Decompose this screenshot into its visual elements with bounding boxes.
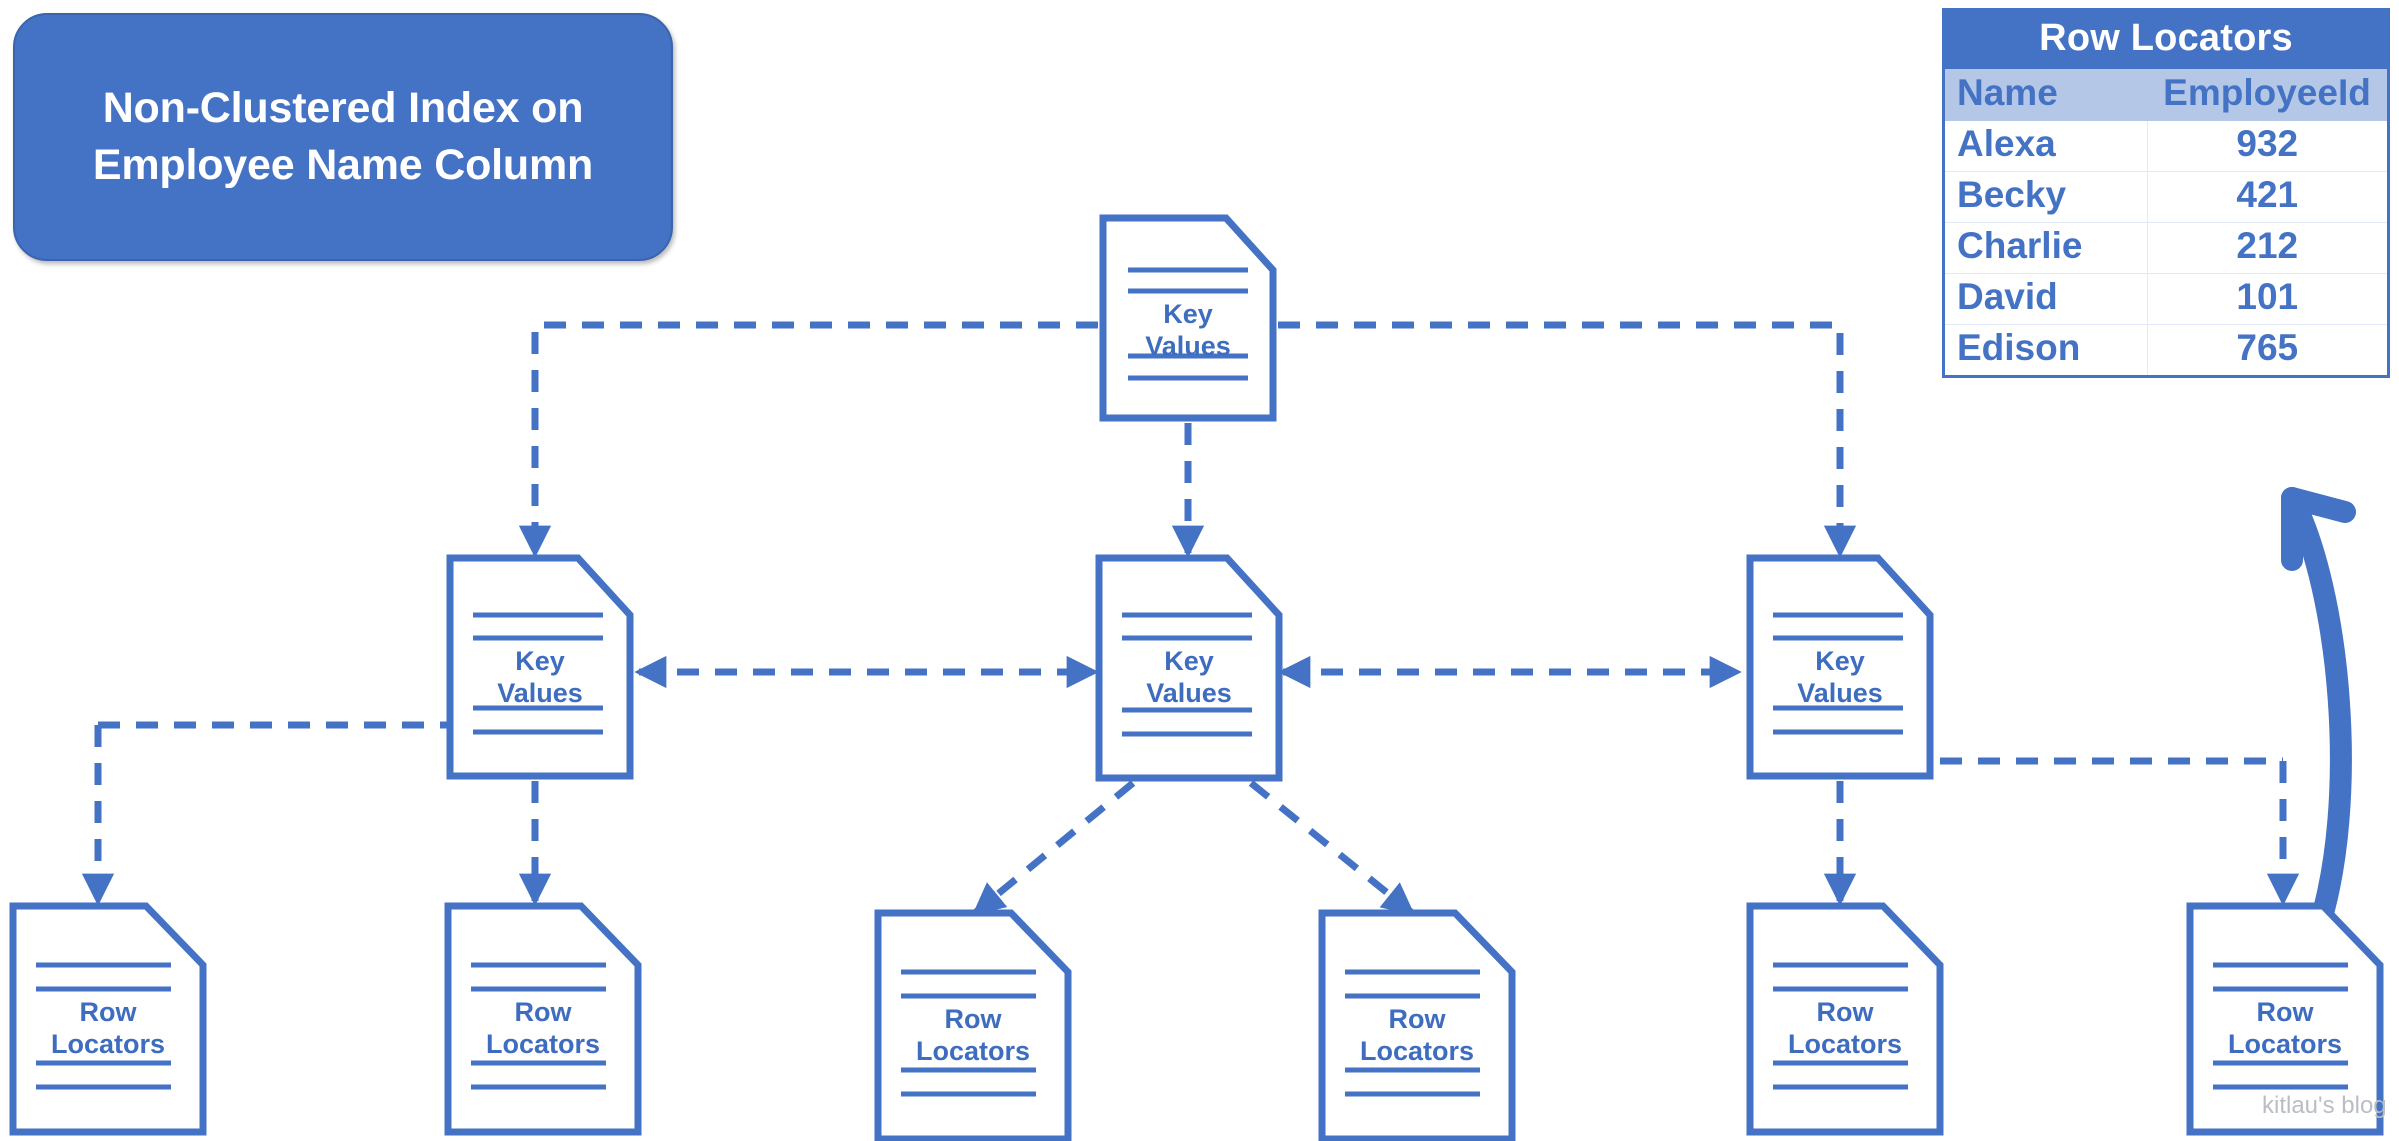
curved-arrow-to-table bbox=[2281, 487, 2352, 941]
page-outline bbox=[1746, 554, 1934, 780]
table-header-row: Name EmployeeId bbox=[1945, 69, 2387, 121]
page-ruled-lines bbox=[1773, 612, 1903, 735]
cell-employeeid: 101 bbox=[2147, 273, 2387, 325]
page-ruled-lines bbox=[1345, 969, 1480, 1097]
wire-center-to-leaf4 bbox=[1248, 780, 1415, 916]
page-ruled-lines bbox=[901, 969, 1036, 1097]
page-outline bbox=[9, 902, 207, 1136]
cell-name: David bbox=[1945, 273, 2148, 325]
title-text: Non-Clustered Index on Employee Name Col… bbox=[69, 80, 617, 194]
cell-name: Charlie bbox=[1945, 222, 2148, 274]
table-row: Alexa 932 bbox=[1945, 121, 2387, 172]
cell-employeeid: 421 bbox=[2147, 171, 2387, 223]
title-line-1: Non-Clustered Index on bbox=[102, 84, 584, 133]
page-outline bbox=[444, 902, 642, 1136]
title-callout: Non-Clustered Index on Employee Name Col… bbox=[13, 13, 673, 261]
page-ruled-lines bbox=[473, 612, 603, 735]
curved-arrow-head bbox=[2281, 487, 2356, 571]
page-ruled-lines bbox=[1122, 612, 1252, 737]
key-values-left-node[interactable]: Key Values bbox=[445, 553, 635, 781]
cell-employeeid: 765 bbox=[2147, 324, 2387, 375]
page-outline bbox=[1099, 214, 1277, 422]
key-values-center-node[interactable]: Key Values bbox=[1094, 553, 1284, 783]
table-caption: Row Locators bbox=[1945, 11, 2387, 69]
row-locators-2-node[interactable]: Row Locators bbox=[443, 901, 643, 1137]
table-grid: Name EmployeeId Alexa 932 Becky 421 Char… bbox=[1945, 69, 2387, 375]
table-row: Becky 421 bbox=[1945, 171, 2387, 223]
page-ruled-lines bbox=[36, 962, 171, 1090]
cell-name: Edison bbox=[1945, 324, 2148, 375]
cell-employeeid: 212 bbox=[2147, 222, 2387, 274]
page-outline bbox=[1095, 554, 1283, 782]
title-line-2: Employee Name Column bbox=[92, 141, 594, 189]
table-row: David 101 bbox=[1945, 273, 2387, 325]
page-outline bbox=[1746, 902, 1944, 1136]
row-locators-5-node[interactable]: Row Locators bbox=[1745, 901, 1945, 1137]
page-ruled-lines bbox=[1128, 267, 1248, 381]
page-outline bbox=[1318, 909, 1516, 1141]
page-outline bbox=[874, 909, 1072, 1141]
cell-name: Becky bbox=[1945, 171, 2148, 223]
table-row: Charlie 212 bbox=[1945, 222, 2387, 274]
page-ruled-lines bbox=[2213, 962, 2348, 1090]
row-locators-1-node[interactable]: Row Locators bbox=[8, 901, 208, 1137]
row-locators-4-node[interactable]: Row Locators bbox=[1317, 908, 1517, 1141]
row-locators-table: Row Locators Name EmployeeId Alexa 932 B… bbox=[1942, 8, 2390, 378]
watermark: kitlau's blog bbox=[2262, 1092, 2387, 1119]
table-row: Edison 765 bbox=[1945, 324, 2387, 375]
wire-center-to-leaf3 bbox=[972, 780, 1136, 916]
page-ruled-lines bbox=[471, 962, 606, 1090]
root-key-values-node[interactable]: Key Values bbox=[1098, 213, 1278, 423]
row-locators-3-node[interactable]: Row Locators bbox=[873, 908, 1073, 1141]
page-ruled-lines bbox=[1773, 962, 1908, 1090]
cell-name: Alexa bbox=[1945, 121, 2148, 172]
wire-root-to-right bbox=[1278, 321, 1857, 558]
key-values-right-node[interactable]: Key Values bbox=[1745, 553, 1935, 781]
wire-root-to-left bbox=[518, 321, 1098, 558]
cell-employeeid: 932 bbox=[2236, 123, 2299, 164]
column-header-name: Name bbox=[1945, 69, 2148, 121]
page-outline bbox=[446, 554, 634, 780]
column-header-employeeid: EmployeeId bbox=[2147, 69, 2387, 121]
